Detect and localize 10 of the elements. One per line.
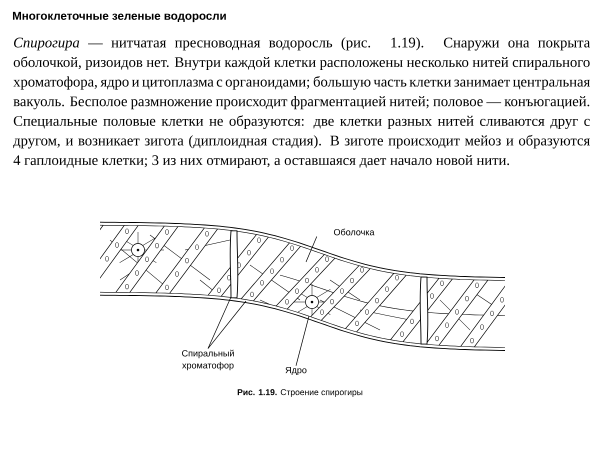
heading: Многоклеточные зеленые водоросли <box>12 12 226 22</box>
leader-line <box>208 296 232 349</box>
figure-caption: Рис. 1.19. Строение спирогиры <box>238 389 362 397</box>
leader-line <box>208 300 246 349</box>
callout-label: Оболочка <box>334 228 374 236</box>
leader-line <box>296 316 310 366</box>
callout-label: Спиральный хроматофор <box>182 350 234 370</box>
paragraph-text: Спирогира — нитчатая пресноводная водоросль (рис. 1.19). Снаружи она покрыта оболочкой, ризоидов нет. Внутри каждой клетки расположены несколько нитей спирального хроматофора, ядро и цитоплазма с органоидами; большую часть клетки занимает центральная вакуоль. Бесполое размножение происходит фрагментацией нитей; половое — конъюгацией. Специальные половые клетки не образуются: две клетки разных нитей сливаются друг с другом, и возникает зигота (диплоидная стадия). В зиготе происходит мейоз и образуются 4 гаплоидные клетки; 3 из них отмирают, а оставшаяся дает начало новой нити. <box>13 37 590 168</box>
callout-label: Ядро <box>286 366 306 376</box>
leader-line <box>306 236 318 262</box>
